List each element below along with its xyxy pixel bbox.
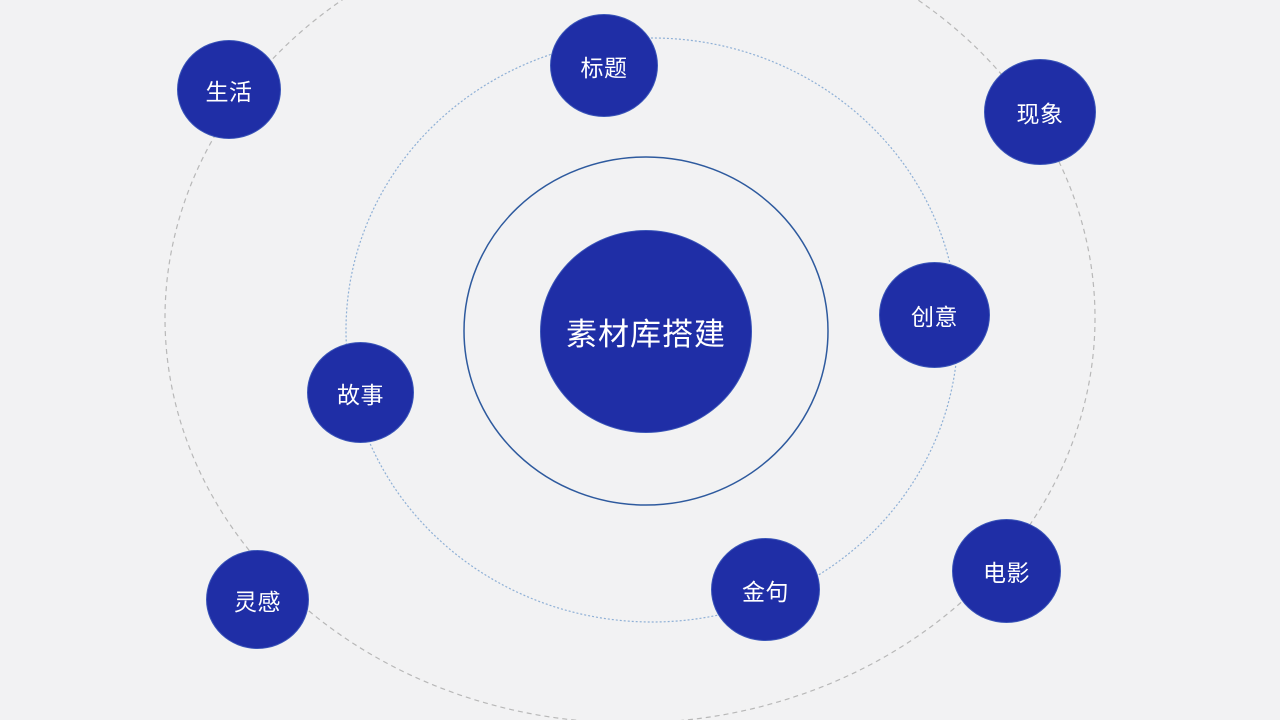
- inner-orbit-ring: [463, 156, 829, 506]
- node-chuangyi[interactable]: 创意: [879, 262, 990, 368]
- node-dianying-label: 电影: [983, 561, 1030, 587]
- node-jinju-label: 金句: [742, 579, 789, 606]
- node-gushi-label: 故事: [337, 382, 384, 409]
- center-node-label: 素材库搭建: [566, 317, 726, 353]
- node-biaoti[interactable]: 标题: [550, 14, 658, 117]
- node-gushi[interactable]: 故事: [307, 342, 414, 443]
- node-linggan[interactable]: 灵感: [206, 550, 309, 649]
- node-xianxiang-label: 现象: [1016, 102, 1064, 128]
- node-dianying[interactable]: 电影: [952, 519, 1061, 623]
- center-node[interactable]: 素材库搭建: [540, 230, 752, 433]
- node-shenghuo-label: 生活: [205, 79, 253, 106]
- node-jinju[interactable]: 金句: [711, 538, 820, 641]
- node-biaoti-label: 标题: [580, 55, 628, 82]
- outer-orbit-ring: [164, 0, 1096, 720]
- node-xianxiang[interactable]: 现象: [984, 59, 1096, 165]
- node-chuangyi-label: 创意: [911, 305, 958, 331]
- node-shenghuo[interactable]: 生活: [177, 40, 281, 139]
- node-linggan-label: 灵感: [234, 589, 281, 616]
